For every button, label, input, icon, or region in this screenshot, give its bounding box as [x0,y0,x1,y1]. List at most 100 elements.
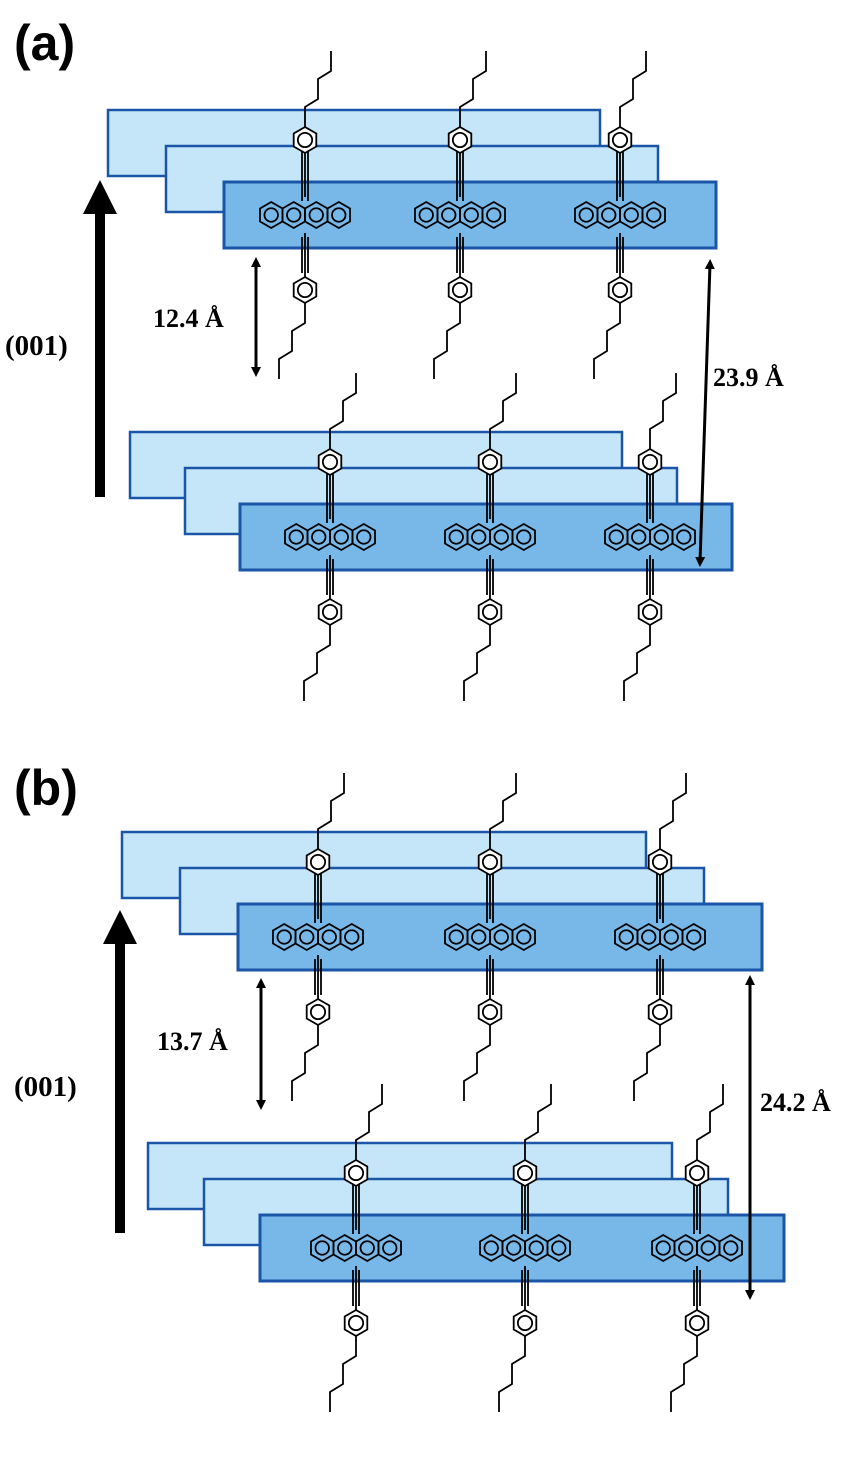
panel-a-axis-label: (001) [5,330,68,362]
aromatic-circle [516,929,532,945]
aromatic-circle [493,929,509,945]
aromatic-circle [481,453,499,471]
aromatic-circle [344,929,360,945]
molecule [444,373,536,701]
aromatic-circle [448,929,464,945]
aromatic-circle [418,207,434,223]
aromatic-circle [483,1240,499,1256]
molecule [479,1084,571,1412]
phenyl-ring [647,847,673,877]
aromatic-circle [651,853,669,871]
molecule [651,1084,743,1412]
aromatic-circle [356,529,372,545]
aromatic-circle [528,1240,544,1256]
panel-a-short-distance: 12.4 Å [153,304,224,333]
acene-ring [718,1233,743,1263]
aromatic-circle [448,529,464,545]
panel-a-label: (a) [14,15,75,71]
phenyl-ring [477,447,503,477]
aromatic-circle [655,1240,671,1256]
molecule [284,373,376,701]
alkyl-chain [317,773,345,849]
acene-ring [641,200,666,230]
aromatic-circle [471,929,487,945]
molecule [310,1084,402,1412]
aromatic-circle [337,1240,353,1256]
aromatic-circle [493,529,509,545]
acene-ring [546,1233,571,1263]
alkyl-chain [291,1025,319,1101]
alkyl-chain [593,303,621,379]
panel-a-long-distance: 23.9 Å [713,363,784,392]
aromatic-circle [296,281,314,299]
aromatic-circle [451,131,469,149]
alkyl-chain [659,773,687,849]
aromatic-circle [486,207,502,223]
aromatic-circle [688,1314,706,1332]
aromatic-circle [309,853,327,871]
aromatic-circle [663,929,679,945]
molecule [444,773,536,1101]
aromatic-circle [263,207,279,223]
phenyl-ring [305,847,331,877]
aromatic-circle [308,207,324,223]
aromatic-circle [618,929,634,945]
alkyl-chain [329,373,357,449]
phenyl-ring [637,447,663,477]
aromatic-circle [314,1240,330,1256]
aromatic-circle [463,207,479,223]
aromatic-circle [311,529,327,545]
aromatic-circle [333,529,349,545]
alkyl-chain [459,51,487,127]
panel-b-label: (b) [14,760,78,816]
aromatic-circle [299,929,315,945]
alkyl-chain [278,303,306,379]
aromatic-circle [451,281,469,299]
aromatic-circle [309,1003,327,1021]
aromatic-circle [481,603,499,621]
phenyl-ring [477,847,503,877]
aromatic-circle [723,1240,739,1256]
molecule [614,773,706,1101]
aromatic-circle [700,1240,716,1256]
aromatic-circle [516,529,532,545]
phenyl-ring [292,125,318,155]
alkyl-chain [329,1336,357,1412]
alkyl-chain [463,1025,491,1101]
acene-ring [511,522,536,552]
aromatic-circle [641,603,659,621]
aromatic-circle [653,529,669,545]
alkyl-chain [619,51,647,127]
acene-ring [681,922,706,952]
aromatic-circle [296,131,314,149]
axis-arrow-a-head [83,180,117,214]
molecule [272,773,364,1101]
alkyl-chain [696,1084,724,1160]
stack-plate-front [222,180,718,250]
long-distance-arrow-a [695,259,715,567]
aromatic-circle [347,1164,365,1182]
alkyl-chain [304,51,332,127]
alkyl-chain [623,625,651,701]
acene-ring [326,200,351,230]
alkyl-chain [524,1084,552,1160]
aromatic-circle [623,207,639,223]
acene-ring [351,522,376,552]
aromatic-circle [611,281,629,299]
alkyl-chain [463,625,491,701]
acene-ring [377,1233,402,1263]
aromatic-circle [641,929,657,945]
aromatic-circle [611,131,629,149]
acene-ring [339,922,364,952]
molecule [414,51,506,379]
aromatic-circle [678,1240,694,1256]
aromatic-circle [506,1240,522,1256]
aromatic-circle [321,603,339,621]
aromatic-circle [688,1164,706,1182]
phenyl-ring [512,1158,538,1188]
alkyl-chain [489,373,517,449]
acene-ring [511,922,536,952]
phenyl-ring [607,125,633,155]
aromatic-circle [651,1003,669,1021]
